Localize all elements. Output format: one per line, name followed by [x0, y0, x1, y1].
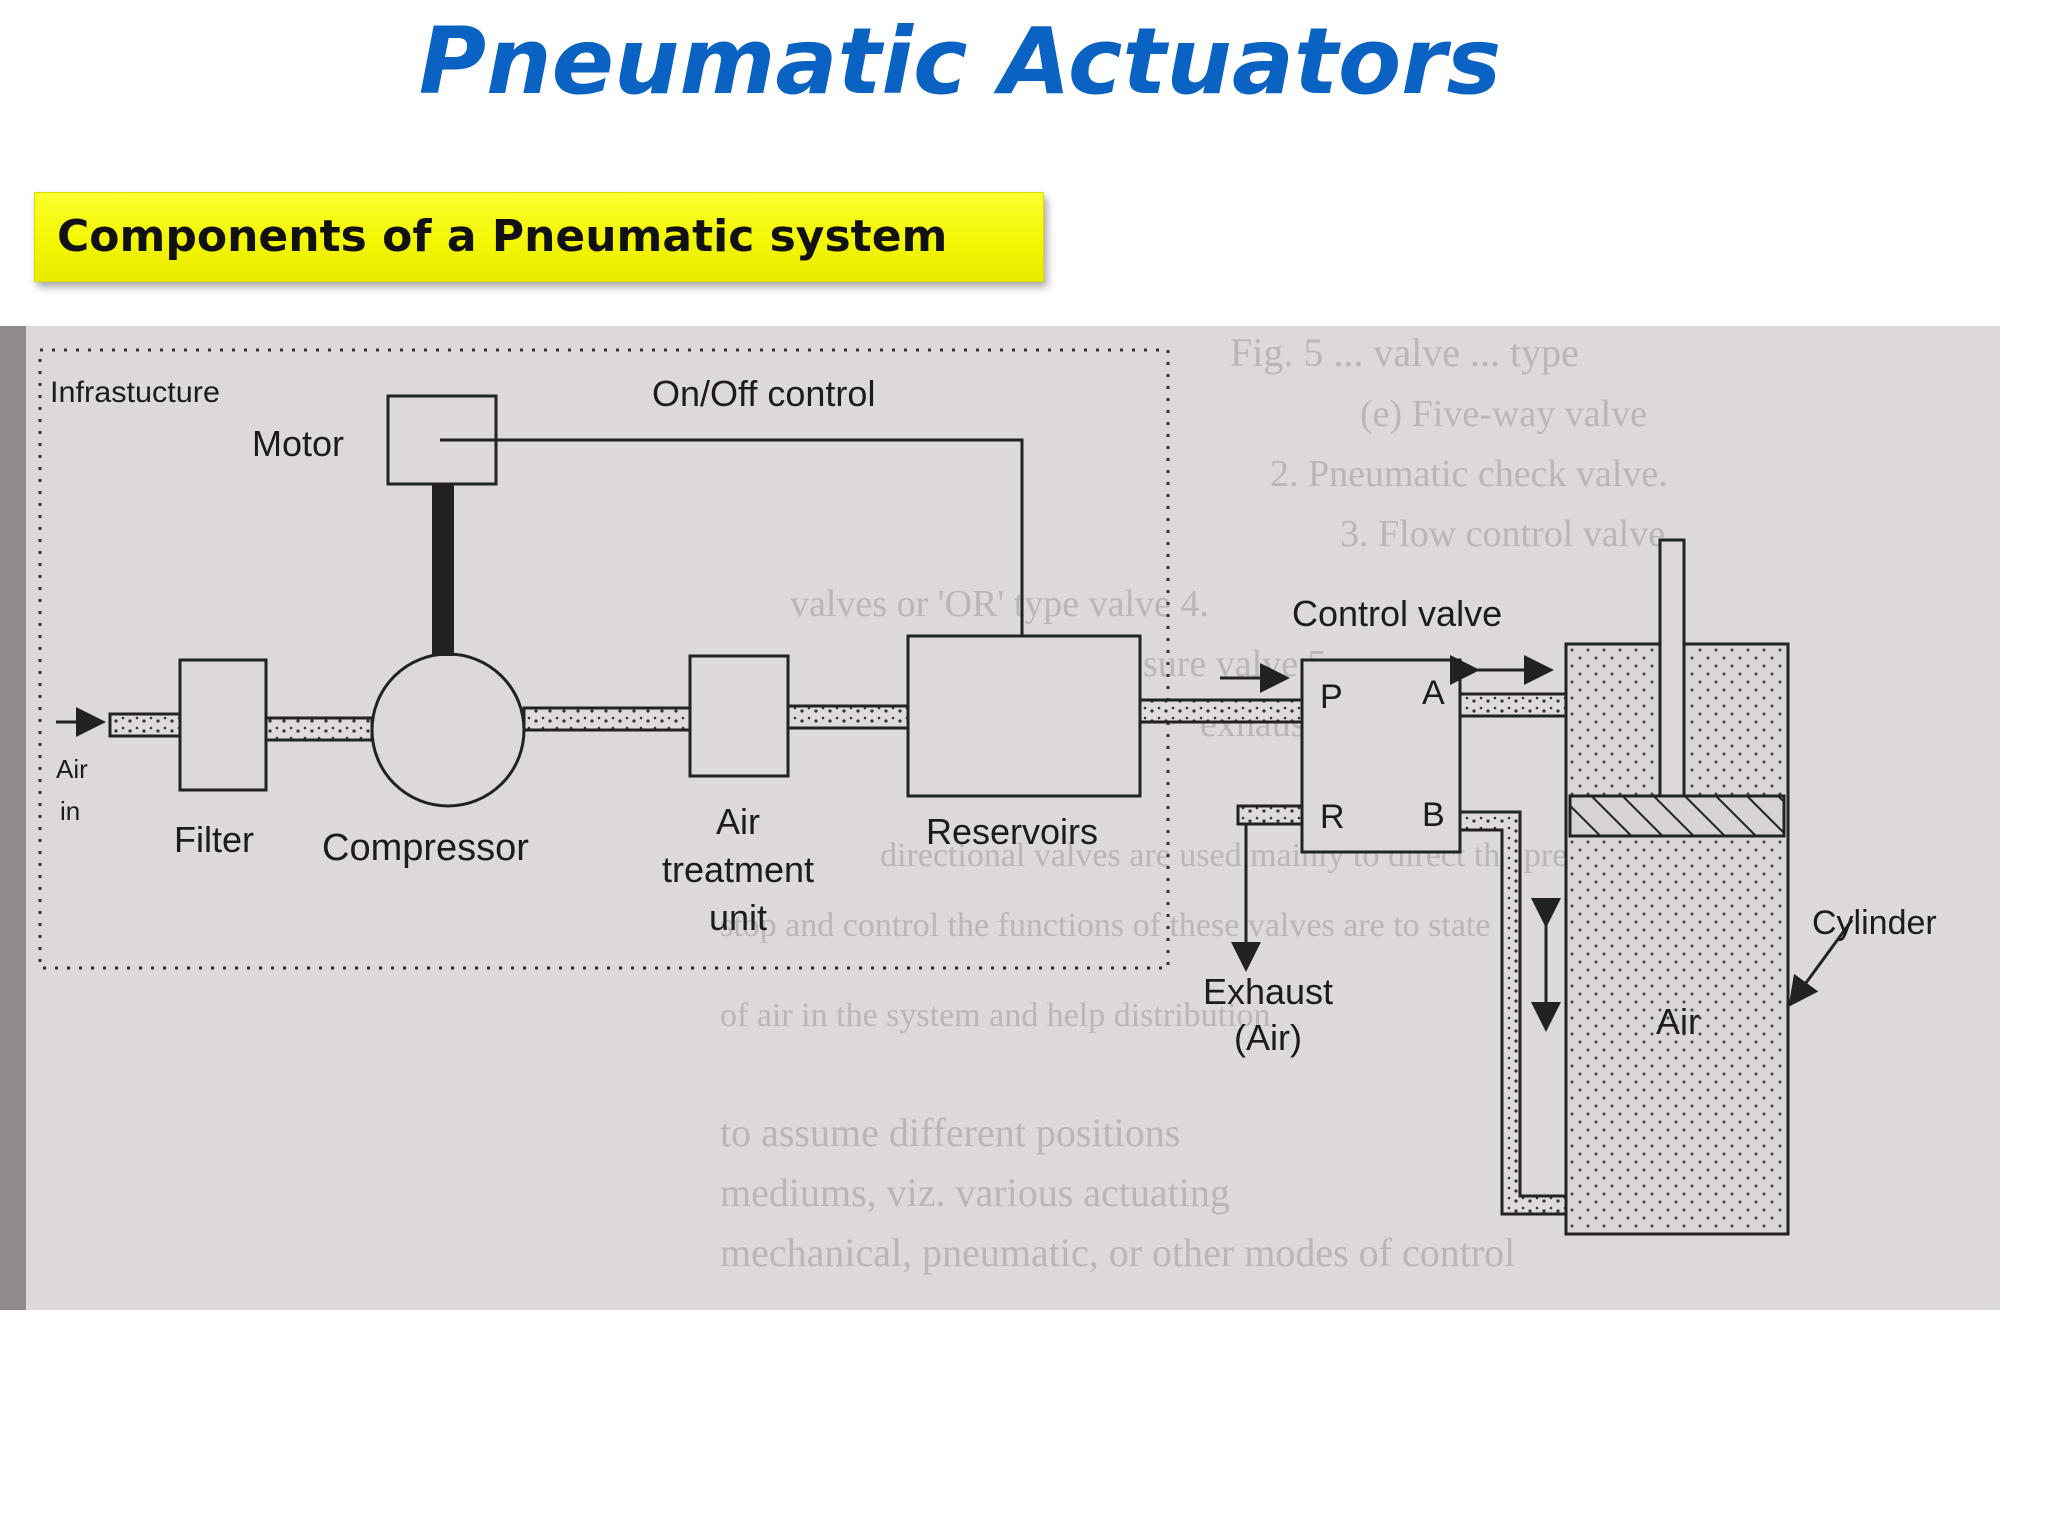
label-air-treatment-3: unit [709, 897, 767, 938]
reservoir-box [906, 634, 1142, 798]
label-port-b: B [1422, 796, 1445, 834]
label-air-treatment-1: Air [716, 801, 760, 842]
label-compressor: Compressor [322, 827, 529, 869]
label-filter: Filter [174, 819, 254, 860]
svg-text:stop and control the functions: stop and control the functions of these … [720, 907, 1490, 944]
svg-text:mechanical, pneumatic, or othe: mechanical, pneumatic, or other modes of… [720, 1230, 1515, 1275]
label-infrastructure: Infrastucture [50, 376, 220, 409]
compressor-circle [370, 652, 526, 808]
air-treatment-box [688, 654, 790, 778]
pneumatic-system-diagram: Fig. 5 ... valve ... type (e) Five-way v… [0, 326, 2000, 1310]
subtitle-banner: Components of a Pneumatic system [34, 192, 1044, 282]
svg-text:2. Pneumatic check valve.: 2. Pneumatic check valve. [1270, 453, 1668, 495]
pipe-port-a [1458, 692, 1568, 718]
svg-text:to assume different positions: to assume different positions [720, 1110, 1180, 1155]
label-exhaust-1: Exhaust [1203, 971, 1333, 1012]
svg-text:(e) Five-way valve: (e) Five-way valve [1360, 393, 1647, 435]
cylinder-pointer-arrow [1788, 919, 1854, 1007]
label-cylinder-air: Air [1656, 1001, 1700, 1042]
label-exhaust-2: (Air) [1234, 1017, 1302, 1058]
piston [1568, 794, 1786, 838]
pipe-filter-compressor [264, 716, 374, 742]
svg-text:3. Flow control valve.: 3. Flow control valve. [1340, 513, 1675, 555]
svg-text:of air in the system and help: of air in the system and help distributi… [720, 997, 1271, 1034]
label-cylinder: Cylinder [1812, 904, 1937, 942]
label-air-treatment-2: treatment [662, 849, 814, 890]
label-onoff-control: On/Off control [652, 373, 875, 414]
pipe-reservoir-valve [1138, 698, 1304, 724]
subtitle-text: Components of a Pneumatic system [57, 211, 948, 262]
svg-text:mediums, viz. various actuatin: mediums, viz. various actuating [720, 1170, 1230, 1215]
label-reservoirs: Reservoirs [926, 811, 1098, 852]
filter-box [178, 658, 268, 792]
pipe-inlet [108, 712, 182, 738]
label-control-valve: Control valve [1292, 593, 1502, 634]
pipe-compressor-treatment [522, 706, 692, 732]
pipe-exhaust [1236, 804, 1304, 826]
label-air-in-1: Air [56, 754, 88, 784]
control-valve-box [1300, 658, 1462, 854]
piston-rod [1658, 538, 1686, 798]
onoff-control-line [440, 438, 1024, 706]
label-air-in-2: in [60, 796, 80, 826]
svg-text:Fig. 5 ... valve ... type: Fig. 5 ... valve ... type [1230, 330, 1579, 375]
label-port-a: A [1422, 674, 1445, 712]
motor-shaft [432, 482, 454, 656]
infrastructure-boundary [38, 348, 1170, 970]
svg-text:valves or 'OR' type valve 4.: valves or 'OR' type valve 4. [790, 583, 1209, 625]
slide-title: Pneumatic Actuators [418, 8, 1502, 115]
pipe-treatment-reservoir [786, 704, 910, 730]
label-port-p: P [1320, 678, 1343, 716]
photo-page-edge [0, 326, 26, 1310]
label-motor: Motor [252, 423, 344, 464]
label-port-r: R [1320, 798, 1345, 836]
